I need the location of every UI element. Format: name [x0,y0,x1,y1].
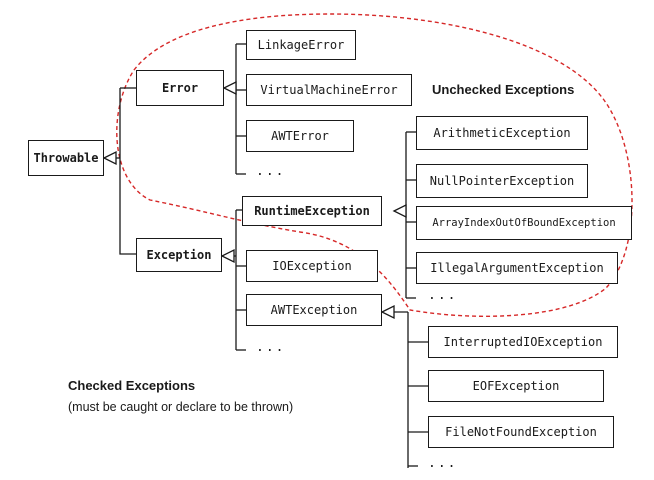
node-awt-exception: AWTException [246,294,382,326]
node-interrupted-io-exception: InterruptedIOException [428,326,618,358]
node-file-not-found-exception: FileNotFoundException [428,416,614,448]
node-awtexception-more: ... [428,456,458,471]
node-error-more: ... [256,164,286,179]
node-virtual-machine-error: VirtualMachineError [246,74,412,106]
node-awt-error: AWTError [246,120,354,152]
node-runtime-exception: RuntimeException [242,196,382,226]
checked-exceptions-subtitle: (must be caught or declare to be thrown) [68,400,294,414]
inheritance-arrow-runtime [392,203,407,219]
node-linkage-error: LinkageError [246,30,356,60]
node-exception-more: ... [256,340,286,355]
node-io-exception: IOException [246,250,378,282]
node-arithmetic-exception: ArithmeticException [416,116,588,150]
checked-exceptions-title: Checked Exceptions [68,378,196,393]
connector-throwable-exception [119,158,136,255]
node-array-index-out-of-bound-exception: ArrayIndexOutOfBoundException [416,206,632,240]
inheritance-arrow-throwable [102,150,117,166]
node-illegal-argument-exception: IllegalArgumentException [416,252,618,284]
node-runtime-more: ... [428,288,458,303]
unchecked-region-outline [116,13,633,317]
node-eof-exception: EOFException [428,370,604,402]
inheritance-arrow-error [222,80,237,96]
node-exception: Exception [136,238,222,272]
node-throwable: Throwable [28,140,104,176]
node-null-pointer-exception: NullPointerException [416,164,588,198]
unchecked-exceptions-label: Unchecked Exceptions [432,82,575,97]
inheritance-arrow-exception [220,248,235,264]
node-error: Error [136,70,224,106]
inheritance-arrow-awtexception [380,304,395,320]
